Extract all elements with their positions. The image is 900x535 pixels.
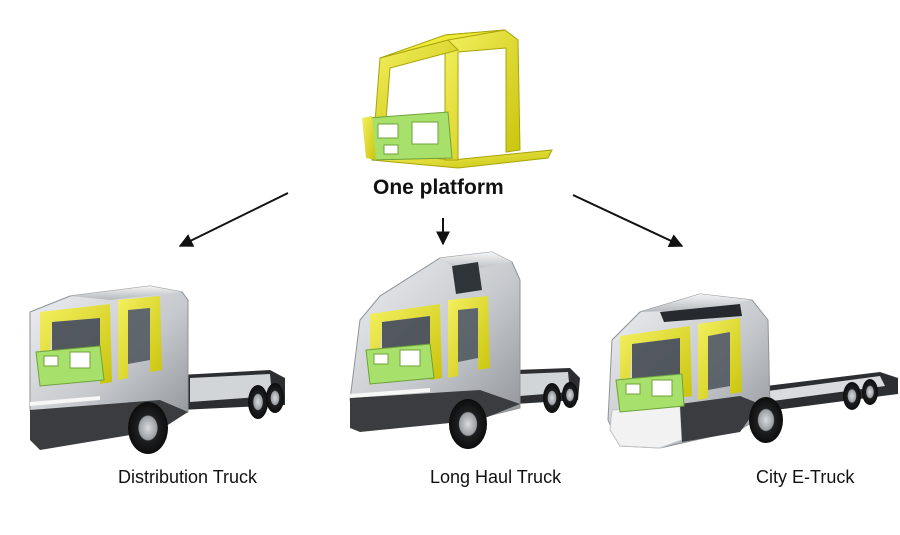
truck-city-icon <box>607 293 898 449</box>
arrow-to-city <box>572 194 684 248</box>
variant-label-long-haul: Long Haul Truck <box>430 467 562 487</box>
variant-label-city: City E-Truck <box>756 467 855 487</box>
truck-distribution-icon <box>29 285 285 454</box>
center-label: One platform <box>373 176 504 199</box>
cab-frame-icon <box>362 29 553 169</box>
truck-long-haul-icon <box>349 251 580 449</box>
arrow-to-distribution <box>178 192 289 247</box>
variant-label-distribution: Distribution Truck <box>118 467 258 487</box>
